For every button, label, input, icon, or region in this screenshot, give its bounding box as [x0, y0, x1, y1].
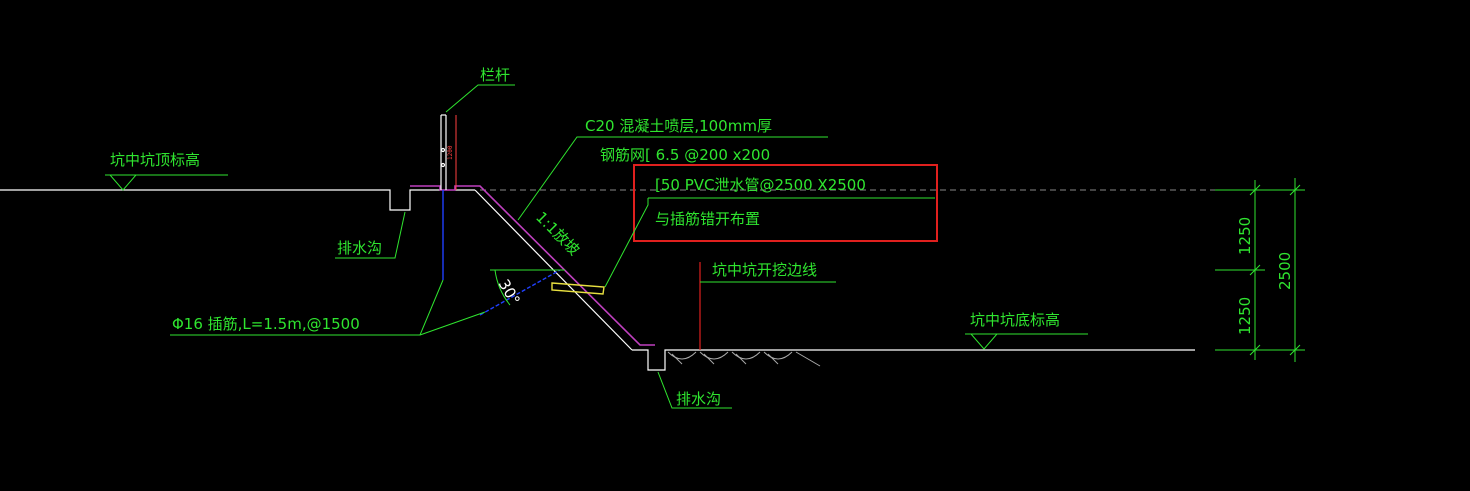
shotcrete-leader	[517, 136, 828, 221]
ground-line-top-left	[0, 189, 440, 211]
angle-label: 30°	[495, 276, 524, 308]
pit-bottom-elev-triangle	[969, 333, 999, 350]
stagger-label: 与插筋错开布置	[655, 210, 760, 228]
pit-top-elev-triangle	[108, 174, 138, 191]
rebar-leader-2	[419, 311, 486, 336]
drain-ditch-top-leader	[335, 211, 406, 259]
ground-line-bottom	[632, 349, 1195, 371]
pvc-leader	[604, 198, 649, 288]
mesh-label: 钢筋网[ 6.5 @200 x200	[600, 146, 770, 164]
dim-total-label: 2500	[1276, 252, 1294, 290]
railing-leader	[445, 84, 515, 113]
slope-shotcrete-line	[410, 185, 655, 346]
drain-ditch-top-label: 排水沟	[337, 239, 382, 257]
drain-ditch-bottom-leader	[657, 371, 732, 409]
dim-upper-label: 1250	[1236, 217, 1254, 255]
pvc-pipe-label: [50 PVC泄水管@2500 X2500	[655, 176, 866, 194]
rebar-label: Φ16 插筋,L=1.5m,@1500	[172, 315, 360, 333]
railing-label: 栏杆	[480, 66, 510, 84]
pvc-pipe-symbol	[551, 282, 605, 295]
pit-bottom-elev-label: 坑中坑底标高	[970, 311, 1060, 329]
shotcrete-label: C20 混凝土喷层,100mm厚	[585, 117, 772, 135]
dim-lower-label: 1250	[1236, 297, 1254, 335]
soil-hatch	[667, 351, 821, 367]
highlight-box	[633, 164, 938, 242]
slope-label: 1:1放坡	[532, 208, 583, 259]
excavation-label: 坑中坑开挖边线	[712, 261, 817, 279]
railing	[440, 114, 447, 190]
angle-arc	[494, 269, 511, 306]
drain-ditch-bottom-label: 排水沟	[676, 390, 721, 408]
rebar-line	[479, 269, 561, 316]
railing-height-label: 1200	[447, 145, 454, 160]
pit-top-elev-label: 坑中坑顶标高	[110, 151, 200, 169]
dimension-lines	[1215, 178, 1305, 362]
